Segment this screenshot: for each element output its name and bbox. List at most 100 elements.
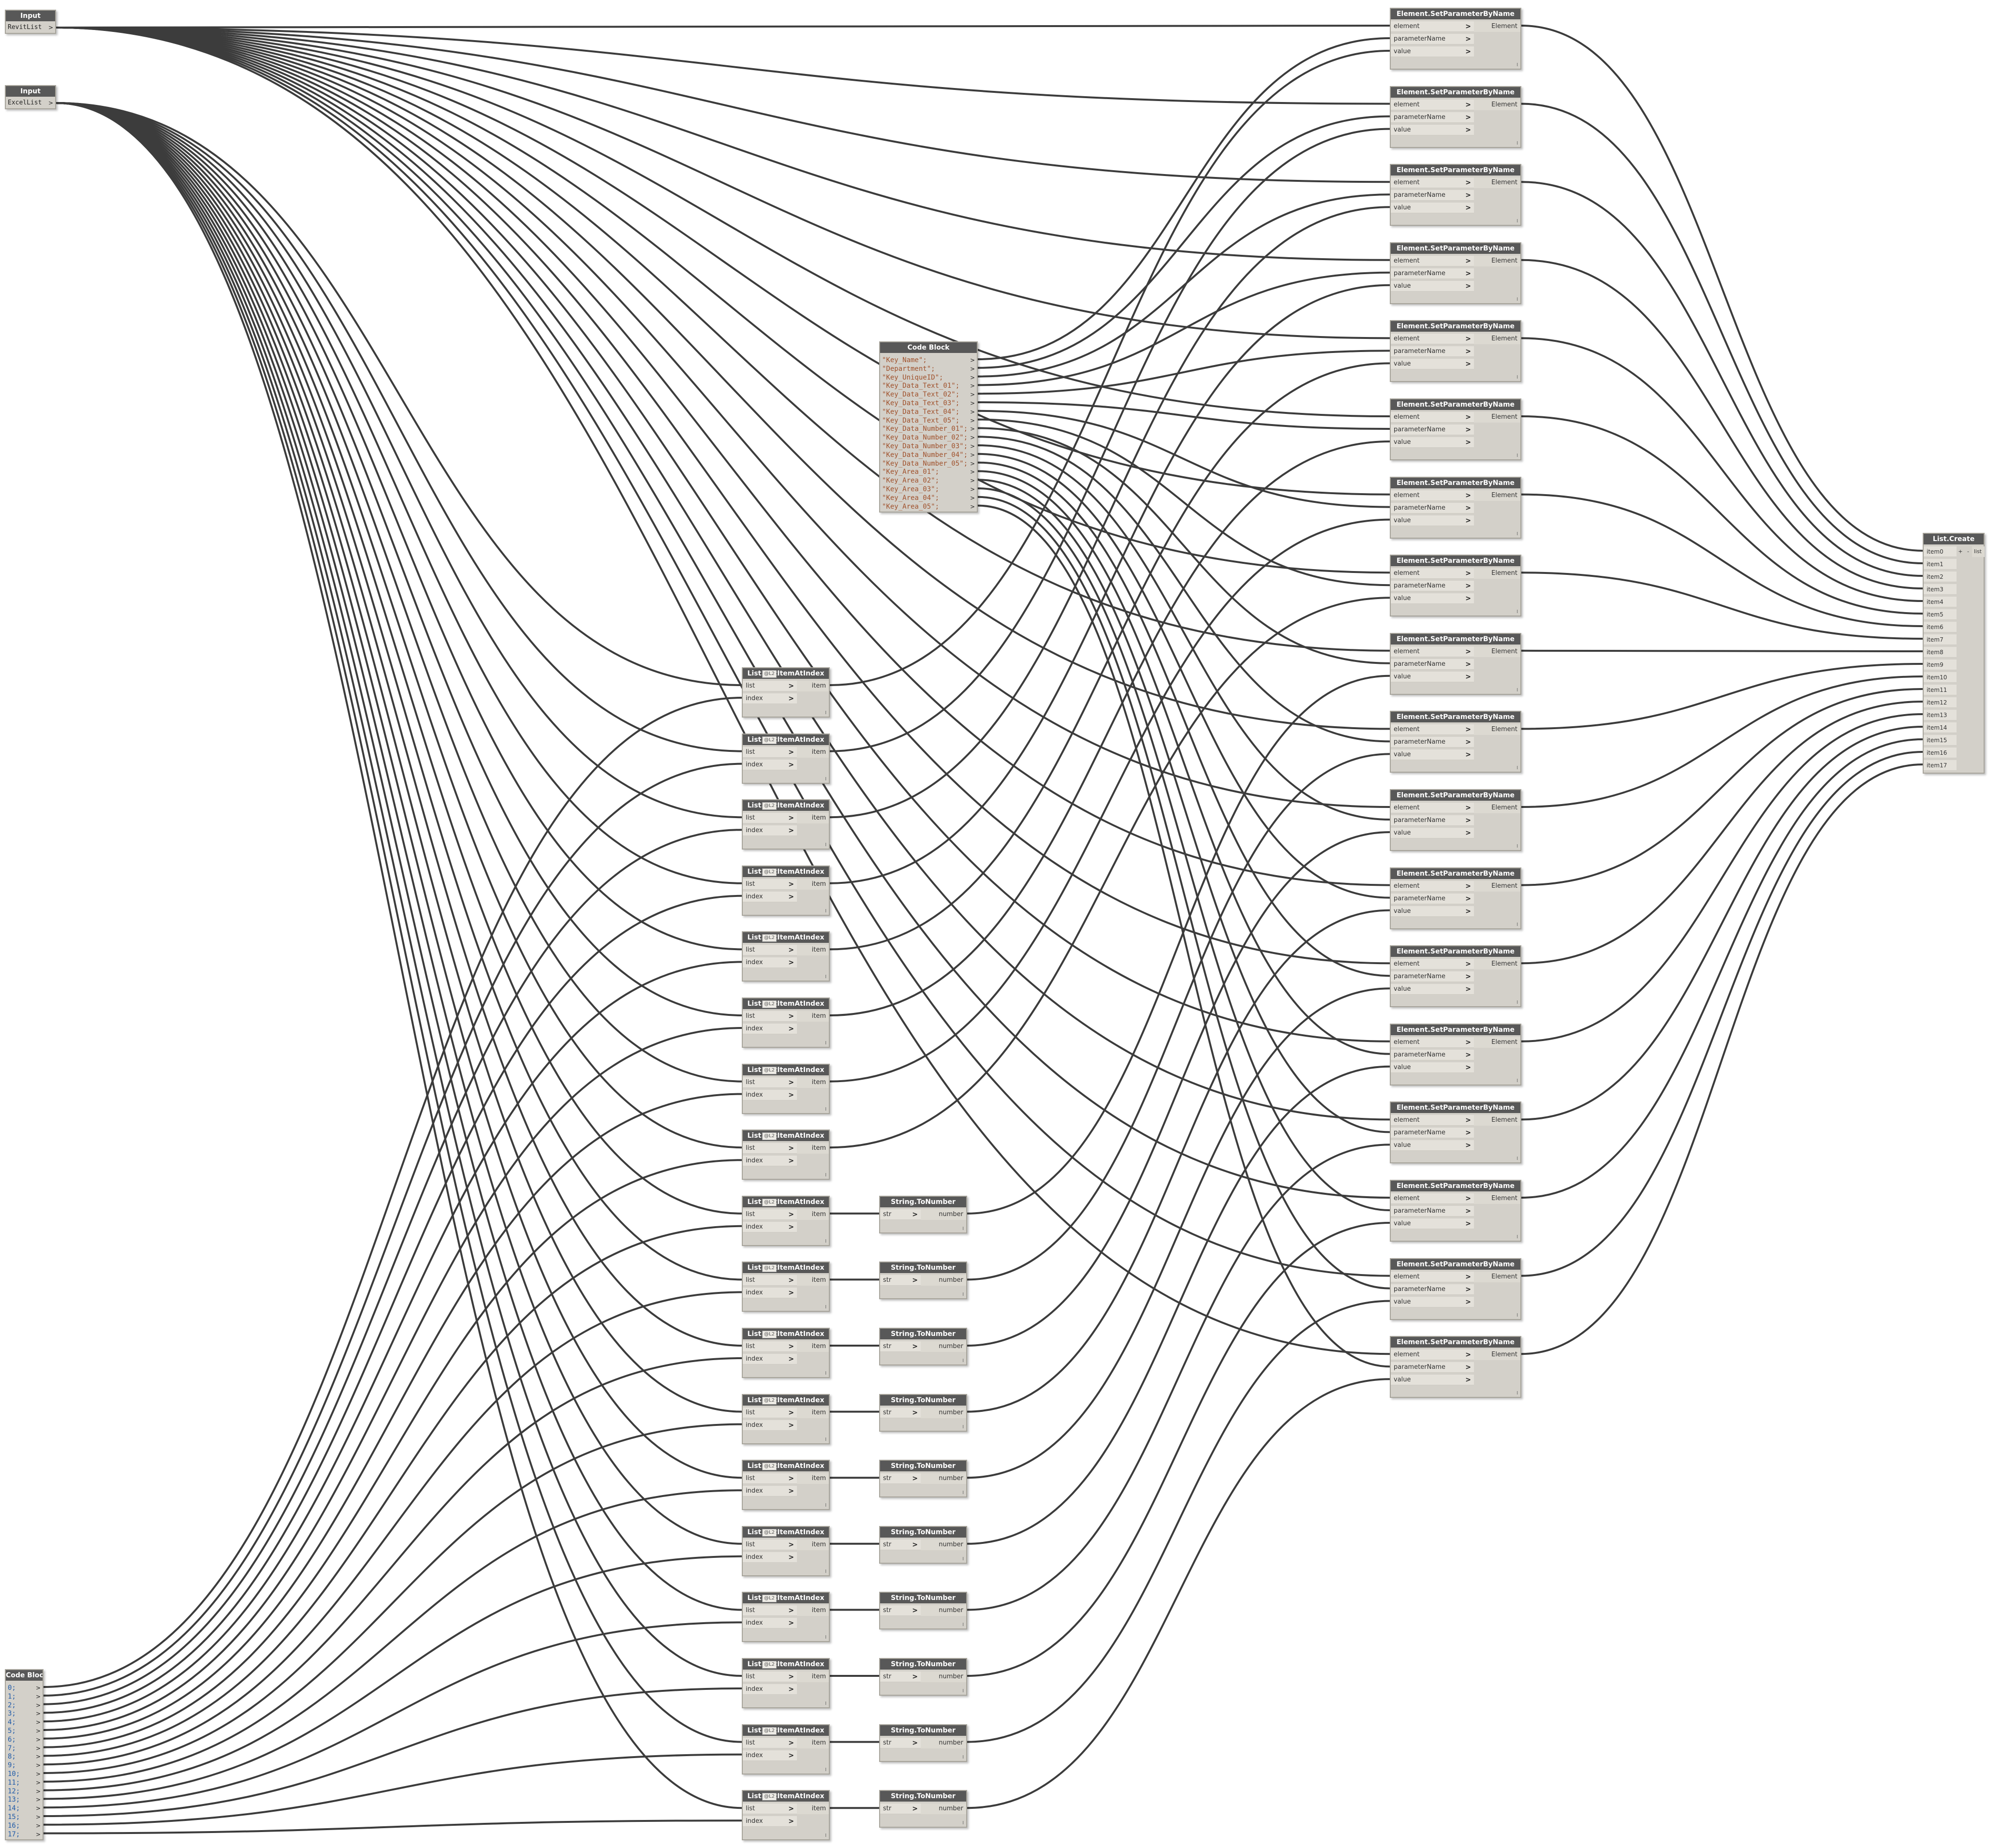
input-port-item[interactable]: item2 bbox=[1924, 572, 1957, 582]
input-port-list[interactable]: list> bbox=[743, 813, 797, 824]
connector-wire[interactable] bbox=[1521, 713, 1923, 1042]
input-node-revit[interactable]: Input RevitList > bbox=[5, 10, 56, 34]
input-port-value[interactable]: value> bbox=[1391, 46, 1474, 57]
connector-wire[interactable] bbox=[1521, 493, 1923, 627]
input-port-index[interactable]: index> bbox=[743, 891, 797, 902]
input-port-item[interactable]: item11 bbox=[1924, 685, 1957, 695]
input-port-index[interactable]: index> bbox=[743, 1552, 797, 1563]
connector-wire[interactable] bbox=[56, 27, 1390, 574]
input-port-list[interactable]: list> bbox=[743, 1407, 797, 1418]
connector-wire[interactable] bbox=[56, 102, 742, 1149]
input-port-list[interactable]: list> bbox=[743, 747, 797, 758]
input-port-item[interactable]: item12 bbox=[1924, 697, 1957, 708]
output-port-item[interactable]: item bbox=[797, 1341, 829, 1352]
input-port-element[interactable]: element> bbox=[1391, 1115, 1474, 1126]
input-port-element[interactable]: element> bbox=[1391, 490, 1474, 501]
connector-wire[interactable] bbox=[56, 102, 742, 752]
code-line[interactable]: "Key_Area_01"; bbox=[882, 468, 940, 476]
connector-wire[interactable] bbox=[967, 753, 1390, 1281]
output-port[interactable]: > bbox=[970, 469, 975, 476]
input-port-item[interactable]: item3 bbox=[1924, 584, 1957, 595]
input-port-parametername[interactable]: parameterName> bbox=[1391, 112, 1474, 123]
connector-wire[interactable] bbox=[43, 1423, 742, 1783]
input-port-index[interactable]: index> bbox=[743, 1816, 797, 1827]
input-port-index[interactable]: index> bbox=[743, 1354, 797, 1364]
connector-wire[interactable] bbox=[1521, 415, 1923, 615]
output-port[interactable]: > bbox=[36, 1831, 41, 1838]
input-port-parametername[interactable]: parameterName> bbox=[1391, 34, 1474, 44]
connector-wire[interactable] bbox=[43, 1489, 742, 1791]
output-port-element[interactable]: Element bbox=[1474, 1271, 1520, 1282]
connector-wire[interactable] bbox=[1521, 675, 1923, 808]
output-port-item[interactable]: item bbox=[797, 1275, 829, 1286]
input-port-item[interactable]: item1 bbox=[1924, 559, 1957, 570]
code-line[interactable]: 0; bbox=[8, 1684, 16, 1692]
input-port-value[interactable]: value> bbox=[1391, 671, 1474, 682]
connector-wire[interactable] bbox=[56, 27, 1390, 886]
code-line[interactable]: "Key_Data_Text_05"; bbox=[882, 416, 960, 425]
output-port[interactable]: > bbox=[970, 477, 975, 484]
input-port-str[interactable]: str> bbox=[880, 1407, 921, 1418]
input-port-value[interactable]: value> bbox=[1391, 749, 1474, 761]
output-port-item[interactable]: item bbox=[797, 1011, 829, 1022]
output-port-element[interactable]: Element bbox=[1474, 177, 1520, 189]
connector-wire[interactable] bbox=[43, 1225, 742, 1757]
code-line[interactable]: 17; bbox=[8, 1830, 20, 1838]
input-port-element[interactable]: element> bbox=[1391, 880, 1474, 892]
connector-wire[interactable] bbox=[1521, 181, 1923, 577]
code-line[interactable]: "Key_Area_03"; bbox=[882, 485, 940, 493]
input-port-element[interactable]: element> bbox=[1391, 1271, 1474, 1282]
input-port-index[interactable]: index> bbox=[743, 1750, 797, 1761]
output-port-number[interactable]: number bbox=[921, 1672, 966, 1682]
code-block-indices[interactable]: Code Block 0;>1;>2;>3;>4;>5;>6;>7;>8;>9;… bbox=[5, 1669, 44, 1840]
code-line[interactable]: 5; bbox=[8, 1727, 16, 1735]
input-port-parametername[interactable]: parameterName> bbox=[1391, 815, 1474, 826]
lacing-badge[interactable]: @L2 bbox=[762, 868, 777, 876]
output-port[interactable]: > bbox=[36, 1701, 41, 1709]
output-port[interactable]: > bbox=[36, 1719, 41, 1726]
output-port-number[interactable]: number bbox=[921, 1407, 966, 1418]
code-line[interactable]: "Key_Data_Text_02"; bbox=[882, 391, 960, 399]
output-port[interactable]: > bbox=[36, 1814, 41, 1820]
connector-wire[interactable] bbox=[56, 102, 742, 1611]
input-port-str[interactable]: str> bbox=[880, 1209, 921, 1220]
connector-wire[interactable] bbox=[977, 418, 1390, 587]
connector-wire[interactable] bbox=[829, 518, 1390, 1083]
input-port-element[interactable]: element> bbox=[1391, 724, 1474, 735]
input-node-excel[interactable]: Input ExcelList > bbox=[5, 85, 56, 109]
output-port[interactable]: > bbox=[970, 503, 975, 510]
input-port-list[interactable]: list> bbox=[743, 945, 797, 956]
input-port-list[interactable]: list> bbox=[743, 1143, 797, 1154]
input-port-index[interactable]: index> bbox=[743, 1221, 797, 1232]
connector-wire[interactable] bbox=[43, 1027, 742, 1731]
input-port-item[interactable]: item6 bbox=[1924, 622, 1957, 632]
input-port-str[interactable]: str> bbox=[880, 1804, 921, 1815]
input-port-str[interactable]: str> bbox=[880, 1341, 921, 1352]
output-port-element[interactable]: Element bbox=[1474, 1115, 1520, 1126]
output-port[interactable]: > bbox=[970, 408, 975, 415]
output-port[interactable]: > bbox=[48, 100, 54, 106]
code-line[interactable]: "Key_Data_Number_02"; bbox=[882, 434, 968, 442]
input-port-item[interactable]: item0 bbox=[1924, 546, 1957, 557]
output-port[interactable]: > bbox=[36, 1685, 41, 1691]
input-value[interactable]: ExcelList bbox=[8, 99, 42, 106]
lacing-badge[interactable]: @L2 bbox=[762, 802, 777, 810]
output-port[interactable]: > bbox=[36, 1762, 41, 1769]
output-port-element[interactable]: Element bbox=[1474, 646, 1520, 657]
input-port-index[interactable]: index> bbox=[743, 1420, 797, 1431]
connector-wire[interactable] bbox=[967, 831, 1390, 1347]
output-port-element[interactable]: Element bbox=[1474, 880, 1520, 892]
